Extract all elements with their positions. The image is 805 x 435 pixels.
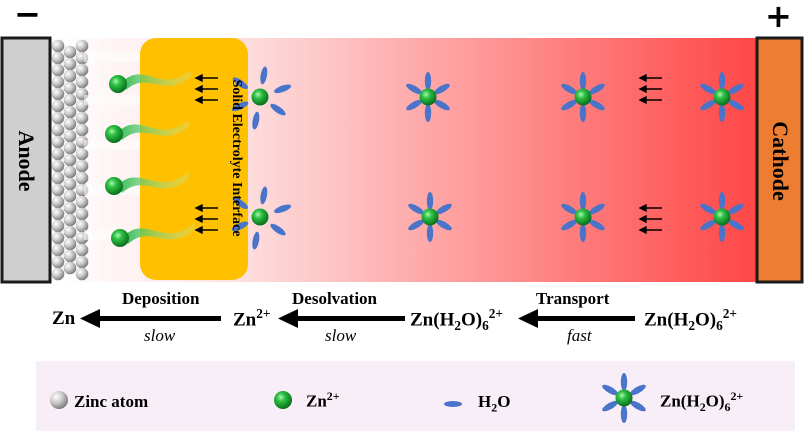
cathode-electrode <box>755 36 804 284</box>
zinc-atom <box>63 129 77 143</box>
deposition-speed: slow <box>144 326 176 345</box>
zinc-atom <box>63 225 77 239</box>
legend-icons <box>50 373 647 423</box>
zinc-atom <box>75 243 89 257</box>
zinc-atom <box>63 93 77 107</box>
zinc-atom <box>51 171 65 185</box>
zinc-atom <box>51 147 65 161</box>
desolvation-title: Desolvation <box>292 289 377 308</box>
transport-speed: fast <box>567 326 592 345</box>
flux-arrow-head <box>638 225 647 235</box>
anode-electrode <box>0 36 52 284</box>
zinc-atom <box>75 255 89 269</box>
zinc-atom <box>75 195 89 209</box>
species-zn: Zn <box>52 308 76 329</box>
zinc-atom <box>63 189 77 203</box>
zinc-atom <box>51 243 65 257</box>
flux-arrow-head <box>638 84 647 94</box>
zinc-atom <box>51 123 65 137</box>
zinc-atom-layer <box>51 39 89 281</box>
zinc-atom <box>51 63 65 77</box>
zinc-atom <box>51 255 65 269</box>
zinc-atom <box>63 213 77 227</box>
legend-hydrated-label: Zn(H2O)62+ <box>660 389 744 415</box>
zinc-atom <box>51 135 65 149</box>
zinc-atom <box>51 39 65 53</box>
process-arrows <box>80 309 635 328</box>
flux-arrow-head <box>194 95 203 105</box>
cathode-label: Cathode <box>768 121 793 201</box>
zinc-atom <box>63 177 77 191</box>
zinc-atom <box>51 183 65 197</box>
zinc-atom <box>51 99 65 113</box>
zinc-atom <box>75 75 89 89</box>
zinc-atom <box>75 39 89 53</box>
flux-arrow-head <box>638 203 647 213</box>
zinc-atom <box>75 63 89 77</box>
zinc-atom <box>63 165 77 179</box>
zinc-atom <box>63 57 77 71</box>
zinc-atom <box>51 267 65 281</box>
zinc-atom <box>51 195 65 209</box>
zinc-atom <box>63 81 77 95</box>
zinc-atom <box>75 207 89 221</box>
flux-arrow-head <box>638 214 647 224</box>
legend-water-label: H2O <box>478 392 511 415</box>
zinc-atom <box>75 111 89 125</box>
anode-label: Anode <box>14 130 39 192</box>
zinc-atom <box>63 69 77 83</box>
zinc-atom <box>63 237 77 251</box>
flux-arrows <box>194 73 662 235</box>
zinc-atom <box>51 111 65 125</box>
zinc-atom <box>63 45 77 59</box>
zinc-atom <box>51 231 65 245</box>
species-hydrated-right: Zn(H2O)62+ <box>644 306 738 334</box>
zinc-atom <box>51 51 65 65</box>
zinc-atom <box>75 159 89 173</box>
desolvation-speed: slow <box>325 326 357 345</box>
zinc-atom <box>63 153 77 167</box>
zinc-atom <box>51 75 65 89</box>
legend-zn-ion-label: Zn2+ <box>306 389 340 411</box>
flux-arrow-head <box>194 214 203 224</box>
zinc-atom <box>51 219 65 233</box>
depositing-ions <box>105 70 196 247</box>
zinc-atom <box>63 261 77 275</box>
positive-terminal-sign: + <box>765 0 792 35</box>
zinc-atom <box>63 141 77 155</box>
flux-arrow-head <box>638 73 647 83</box>
zinc-atom <box>75 123 89 137</box>
species-zn-ion: Zn2+ <box>233 306 271 331</box>
zinc-atom <box>63 201 77 215</box>
flux-arrow-head <box>194 225 203 235</box>
zinc-atom <box>51 87 65 101</box>
negative-terminal-sign: − <box>14 0 41 33</box>
zinc-atom <box>75 147 89 161</box>
flux-arrow-head <box>194 84 203 94</box>
flux-arrow-head <box>194 203 203 213</box>
deposition-title: Deposition <box>122 289 200 308</box>
zinc-atom <box>51 207 65 221</box>
flux-arrow-head <box>638 95 647 105</box>
zinc-atom <box>75 267 89 281</box>
zinc-atom <box>63 249 77 263</box>
zinc-atom <box>63 105 77 119</box>
species-hydrated-mid: Zn(H2O)62+ <box>410 306 504 334</box>
zinc-atom <box>75 219 89 233</box>
zinc-atom <box>75 171 89 185</box>
legend-zinc-atom-label: Zinc atom <box>74 392 149 411</box>
flux-arrow-head <box>194 73 203 83</box>
transport-title: Transport <box>536 289 610 308</box>
zinc-atom <box>51 159 65 173</box>
sei-label: Solid Electrolyte Interface <box>229 79 244 237</box>
sei-layer <box>140 38 248 280</box>
zinc-atom <box>63 117 77 131</box>
